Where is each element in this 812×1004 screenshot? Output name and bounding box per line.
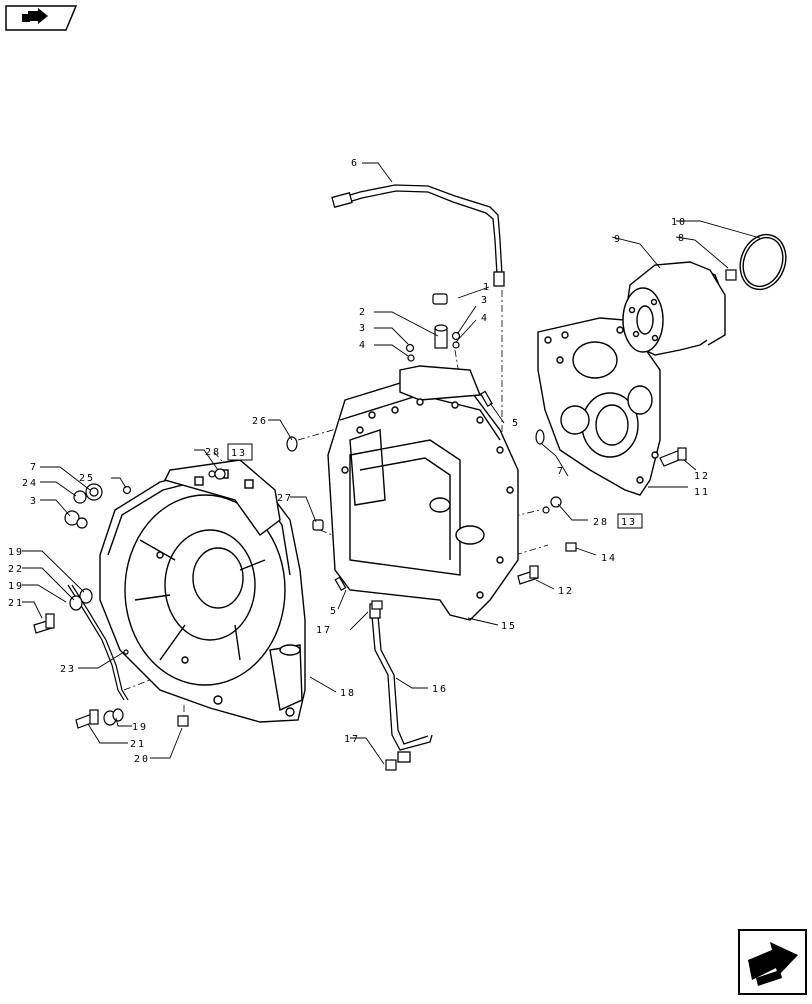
- callout-18: 18: [340, 688, 356, 699]
- callout-21: 21: [130, 739, 146, 750]
- part-23-cable: [67, 584, 129, 701]
- callout-17: 17: [316, 625, 332, 636]
- callout-28: 28: [205, 447, 221, 458]
- next-page-arrow-icon: [748, 942, 798, 986]
- callout-5: 5: [330, 606, 338, 617]
- callout-6: 6: [351, 158, 359, 169]
- previous-page-button[interactable]: [5, 5, 78, 31]
- callout-25: 25: [79, 473, 95, 484]
- callout-22: 22: [8, 564, 24, 575]
- callout-10: 10: [671, 217, 687, 228]
- callout-3: 3: [30, 496, 38, 507]
- callout-23: 23: [60, 664, 76, 675]
- callout-5: 5: [512, 418, 520, 429]
- callout-19: 19: [132, 722, 148, 733]
- callout-20: 20: [134, 754, 150, 765]
- leader-lines: [22, 162, 761, 765]
- callout-27: 27: [277, 493, 293, 504]
- callout-24: 24: [22, 478, 38, 489]
- callout-19: 19: [8, 581, 24, 592]
- part-10-o-ring: [739, 233, 787, 291]
- callout-16: 16: [432, 684, 448, 695]
- callout-7: 7: [557, 466, 565, 477]
- callout-1: 1: [483, 282, 491, 293]
- part-15-main-housing: [327, 365, 519, 621]
- callout-11: 11: [694, 487, 710, 498]
- callout-17: 17: [344, 734, 360, 745]
- callout-3: 3: [359, 323, 367, 334]
- part-6-tube: [331, 184, 505, 287]
- callout-19: 19: [8, 547, 24, 558]
- callout-26: 26: [252, 416, 268, 427]
- callout-2: 2: [359, 307, 367, 318]
- callout-12: 12: [558, 586, 574, 597]
- callout-4: 4: [481, 313, 489, 324]
- boxed-ref-13b: 13: [617, 513, 643, 529]
- next-page-button[interactable]: [738, 929, 807, 995]
- callout-3: 3: [481, 295, 489, 306]
- callout-21: 21: [8, 598, 24, 609]
- boxed-ref-13a: 13: [227, 443, 253, 461]
- callout-14: 14: [601, 553, 617, 564]
- callout-4: 4: [359, 340, 367, 351]
- callout-7: 7: [30, 462, 38, 473]
- previous-page-arrow-icon: [22, 8, 48, 24]
- callout-12: 12: [694, 471, 710, 482]
- callout-9: 9: [614, 234, 622, 245]
- small-parts: [33, 269, 737, 771]
- callout-labels: 6 1 3 4 2 3 4 5 9 10 8 12 11 7 28 14 12 …: [8, 158, 710, 765]
- callout-8: 8: [678, 233, 686, 244]
- part-18-front-housing: [99, 459, 306, 723]
- part-11-rear-cover: [537, 317, 661, 496]
- callout-15: 15: [501, 621, 517, 632]
- part-9-pump-assembly: [622, 261, 726, 356]
- boxed-ref-13a-label: 13: [231, 448, 247, 459]
- callout-28: 28: [593, 517, 609, 528]
- part-16-tube: [369, 603, 433, 763]
- boxed-ref-13b-label: 13: [621, 517, 637, 528]
